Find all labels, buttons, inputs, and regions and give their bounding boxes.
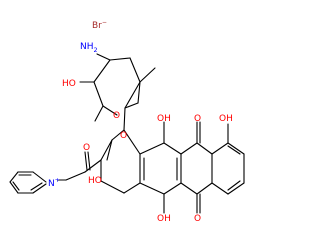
hydroxyl-ring-b-top-label: OH xyxy=(157,114,171,124)
hydroxyl-ring-b-bottom-label: OH xyxy=(157,214,171,224)
ketone-top-label: O xyxy=(194,114,201,124)
amine-label: NH2 xyxy=(80,42,98,54)
hydroxyl-ring-a-label: HO xyxy=(88,176,102,186)
hydroxyl-ring-d-label: OH xyxy=(219,114,233,124)
sugar-hydroxyl-label: HO xyxy=(62,79,76,89)
atom-labels: Br− NH2 HO O O OH O OH O HO N+ OH O xyxy=(48,19,233,224)
ketone-bottom-label: O xyxy=(194,214,201,224)
bromide-label: Br− xyxy=(92,19,107,31)
glycosidic-oxygen-label: O xyxy=(120,131,127,141)
sugar-ring-oxygen-label: O xyxy=(113,111,120,121)
bond-skeleton xyxy=(9,53,245,214)
pyridinium-nitrogen-label: N+ xyxy=(48,177,60,189)
side-chain-ketone-label: O xyxy=(83,143,90,153)
molecule-structure-diagram: Br− NH2 HO O O OH O OH O HO N+ OH O xyxy=(9,19,245,224)
